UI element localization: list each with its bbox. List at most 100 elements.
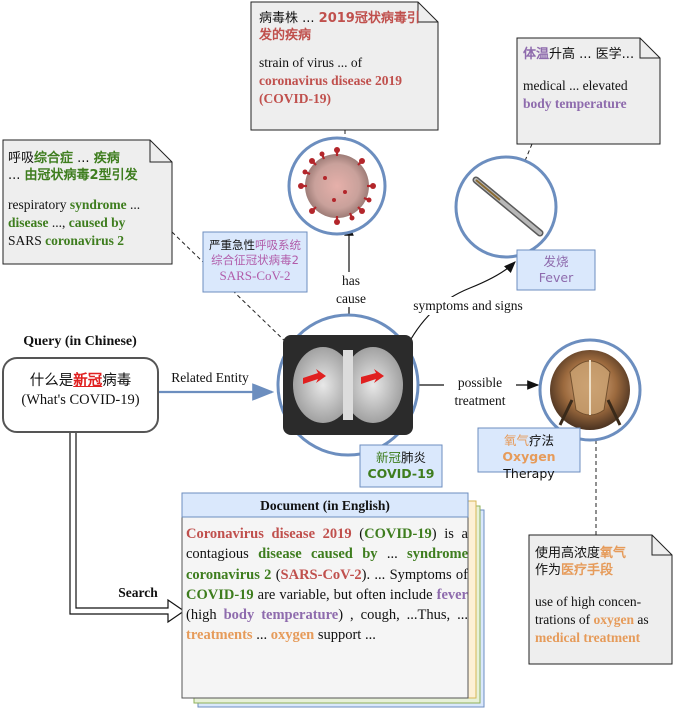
doc-t4: ) is a contagious [186,526,468,563]
doc-t17: treatments [186,627,253,644]
covid-zh-a: 新冠 [375,450,401,465]
doc-t18: ... [252,627,271,644]
note-top-text: 病毒株 ... 2019冠状病毒引发的疾病 strain of virus ..… [259,10,431,108]
note-right-en-b: body temperature [523,95,627,111]
oxygen-en-b: Therapy [503,465,555,481]
virus-en: SARS-CoV-2 [219,267,291,283]
doc-t12: are variable, but often include [253,586,437,603]
note-right-en-a: medical ... elevated [523,78,628,94]
query-header: Query (in Chinese) [23,334,137,349]
edge-symptoms [404,261,516,351]
doc-t15: body temperature [223,607,339,624]
related-entity-label: Related Entity [171,370,249,385]
doc-header-bar [181,492,469,518]
doc-t10: ). ... Symptoms of [361,566,468,583]
virus-zh-a: 严重急性 [209,238,255,252]
virus-icon [298,147,376,225]
doc-t9: SARS-CoV-2 [280,566,362,583]
note-left-zh-e: ... [8,168,25,184]
note-left-zh-b: 综合症 [34,151,74,166]
oxygen-mask-icon [550,350,630,430]
note-top-box [250,1,439,131]
oxygen-en-a: Oxygen [502,449,556,465]
dash-left [171,231,291,347]
covid-entity-box [359,444,443,488]
note-right-zh-b: 升高 ... 医学... [549,47,635,62]
doc-t11: COVID-19 [186,586,254,603]
note-br-en-b: oxygen [593,612,635,628]
note-br-en-d: medical treatment [535,629,641,645]
doc-t2: ( [351,526,365,542]
note-top-en-highlight: coronavirus disease 2019 (COVID-19) [259,73,403,106]
note-left-text: 呼吸综合症 ... 疾病... 由冠状病毒2型引发 respiratory sy… [8,150,168,250]
doc-t14: (high [186,607,224,624]
note-br-zh-d: 医疗手段 [561,563,614,579]
note-top-en: strain of virus ... of [259,55,363,71]
note-br-zh-b: 氧气 [600,546,627,561]
lung-ct-icon [283,335,413,435]
note-left-zh-c: ... [73,151,94,166]
note-top-zh: 病毒株 ... [259,11,319,26]
doc-t19: oxygen [270,627,315,644]
doc-t7: syndrome coronavirus 2 [186,546,469,583]
query-zh-b: 新冠 [73,373,103,389]
note-left-fold [149,140,172,163]
doc-t16: ) , cough, ...Thus, ... [338,607,469,624]
symptoms-label: symptoms and signs [412,297,524,315]
note-top-fold [417,2,438,23]
note-left-zh-f: 由冠状病毒2型引发 [24,168,138,184]
covid-en: COVID-19 [367,466,435,482]
covid-entity-label: 新冠肺炎 COVID-19 [361,450,441,483]
query-box [2,357,159,433]
query-zh-c: 病毒 [102,373,132,389]
document-header: Document (in English) [260,498,390,513]
note-left-zh-d: 疾病 [93,151,120,166]
doc-sheet-main [181,492,469,699]
note-left-en-g: SARS [8,232,46,248]
note-left-en-c: ... [126,197,141,213]
virus-entity-label: 严重急性呼吸系统综合征冠状病毒2 SARS-CoV-2 [204,238,306,285]
query-en: (What's COVID-19) [21,391,140,408]
covid-zh-b: 肺炎 [401,450,427,465]
fever-zh: 发烧 [543,254,569,269]
doc-t20: support ... [314,627,376,644]
note-left-en-h: coronavirus 2 [45,232,125,248]
fever-entity-label: 发烧 Fever [518,254,594,287]
note-br-zh-a: 使用高浓度 [535,546,601,561]
doc-t13: fever [436,586,468,603]
note-left-en-f: caused by [68,215,126,231]
fever-entity-box [516,249,596,291]
note-br-zh-c: 作为 [535,563,562,579]
note-right-fold [639,38,660,59]
note-right-zh-a: 体温 [523,47,550,62]
document-body: Coronavirus disease 2019 (COVID-19) is a… [186,524,468,646]
virus-zh-b: 呼吸系统综合征冠状病毒2 [211,238,301,267]
oxygen-zh-b: 疗法 [529,433,555,448]
note-bottom-right-fold [651,535,672,556]
oxygen-entity-label: 氧气疗法 Oxygen Therapy [479,433,579,482]
note-br-en-a: use of high concen-trations of [535,594,642,628]
note-left-box [2,139,173,265]
doc-t5: disease caused by [258,546,378,563]
fever-en: Fever [538,270,574,286]
note-top-zh-highlight: 2019冠状病毒引发的疾病 [259,11,420,44]
has-cause-label: has cause [330,272,372,308]
doc-t1: Coronavirus disease 2019 [186,526,352,542]
note-left-en-a: respiratory [8,197,70,213]
doc-t6: ... [377,546,408,563]
oxygen-entity-box [477,427,581,473]
thermometer-icon [472,176,544,237]
doc-t3: COVID-19 [364,526,432,542]
note-right-box [516,37,661,145]
note-br-en-c: as [634,612,649,628]
virus-entity-box [202,231,308,293]
note-bottom-right-box [528,534,673,665]
query-zh-a: 什么是 [29,373,74,389]
query-text: 什么是新冠病毒 (What's COVID-19) [4,372,157,410]
search-label: Search [118,585,158,600]
note-left-en-d: disease [8,215,49,231]
note-left-en-e: ..., [48,215,69,231]
note-bottom-right-text: 使用高浓度氧气作为医疗手段 use of high concen-tration… [535,545,667,647]
